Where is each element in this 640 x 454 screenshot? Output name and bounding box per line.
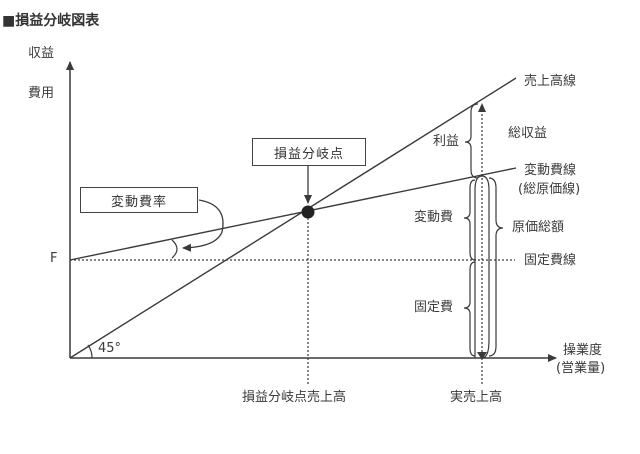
- break-even-sales-label: 損益分岐点売上高: [242, 390, 347, 405]
- fixed-cost-label: 固定費: [414, 300, 454, 315]
- x-axis-label-sub: (営業量): [556, 361, 606, 376]
- angle-label: 45°: [98, 341, 122, 356]
- y-axis-label-revenue: 収益: [28, 46, 55, 61]
- variable-cost-brace: [463, 179, 476, 261]
- fixed-cost-intercept-label: F: [50, 251, 58, 266]
- fixed-cost-line-label: 固定費線: [524, 253, 577, 268]
- profit-label: 利益: [433, 134, 460, 149]
- cost-capsule: [474, 175, 490, 359]
- sales-line: [69, 77, 517, 359]
- actual-sales-label: 実売上高: [450, 390, 503, 405]
- total-revenue-label: 総収益: [508, 126, 548, 141]
- variable-cost-label: 変動費: [414, 210, 454, 225]
- y-axis-label-cost: 費用: [28, 86, 55, 101]
- fixed-cost-brace: [463, 261, 476, 357]
- sales-line-label: 売上高線: [524, 74, 577, 89]
- variable-cost-line-label: 変動費線: [524, 163, 577, 178]
- total-cost-brace: [488, 177, 504, 357]
- total-cost-label: 原価総額: [512, 220, 565, 235]
- variable-cost-ratio-arrow: [182, 199, 224, 252]
- variable-cost-line-sublabel: (総原価線): [518, 182, 581, 197]
- break-even-point-dot: [301, 205, 315, 219]
- x-axis-label: 操業度: [563, 343, 603, 358]
- profit-brace: [464, 103, 479, 179]
- break-even-point-box: 損益分岐点: [252, 138, 366, 166]
- variable-cost-ratio-box: 変動費率: [80, 187, 198, 213]
- diagram-title: ■損益分岐図表: [2, 13, 100, 29]
- variable-cost-line: [69, 167, 517, 261]
- angle-arc: [87, 344, 93, 359]
- variable-cost-ratio-arc: [171, 239, 178, 259]
